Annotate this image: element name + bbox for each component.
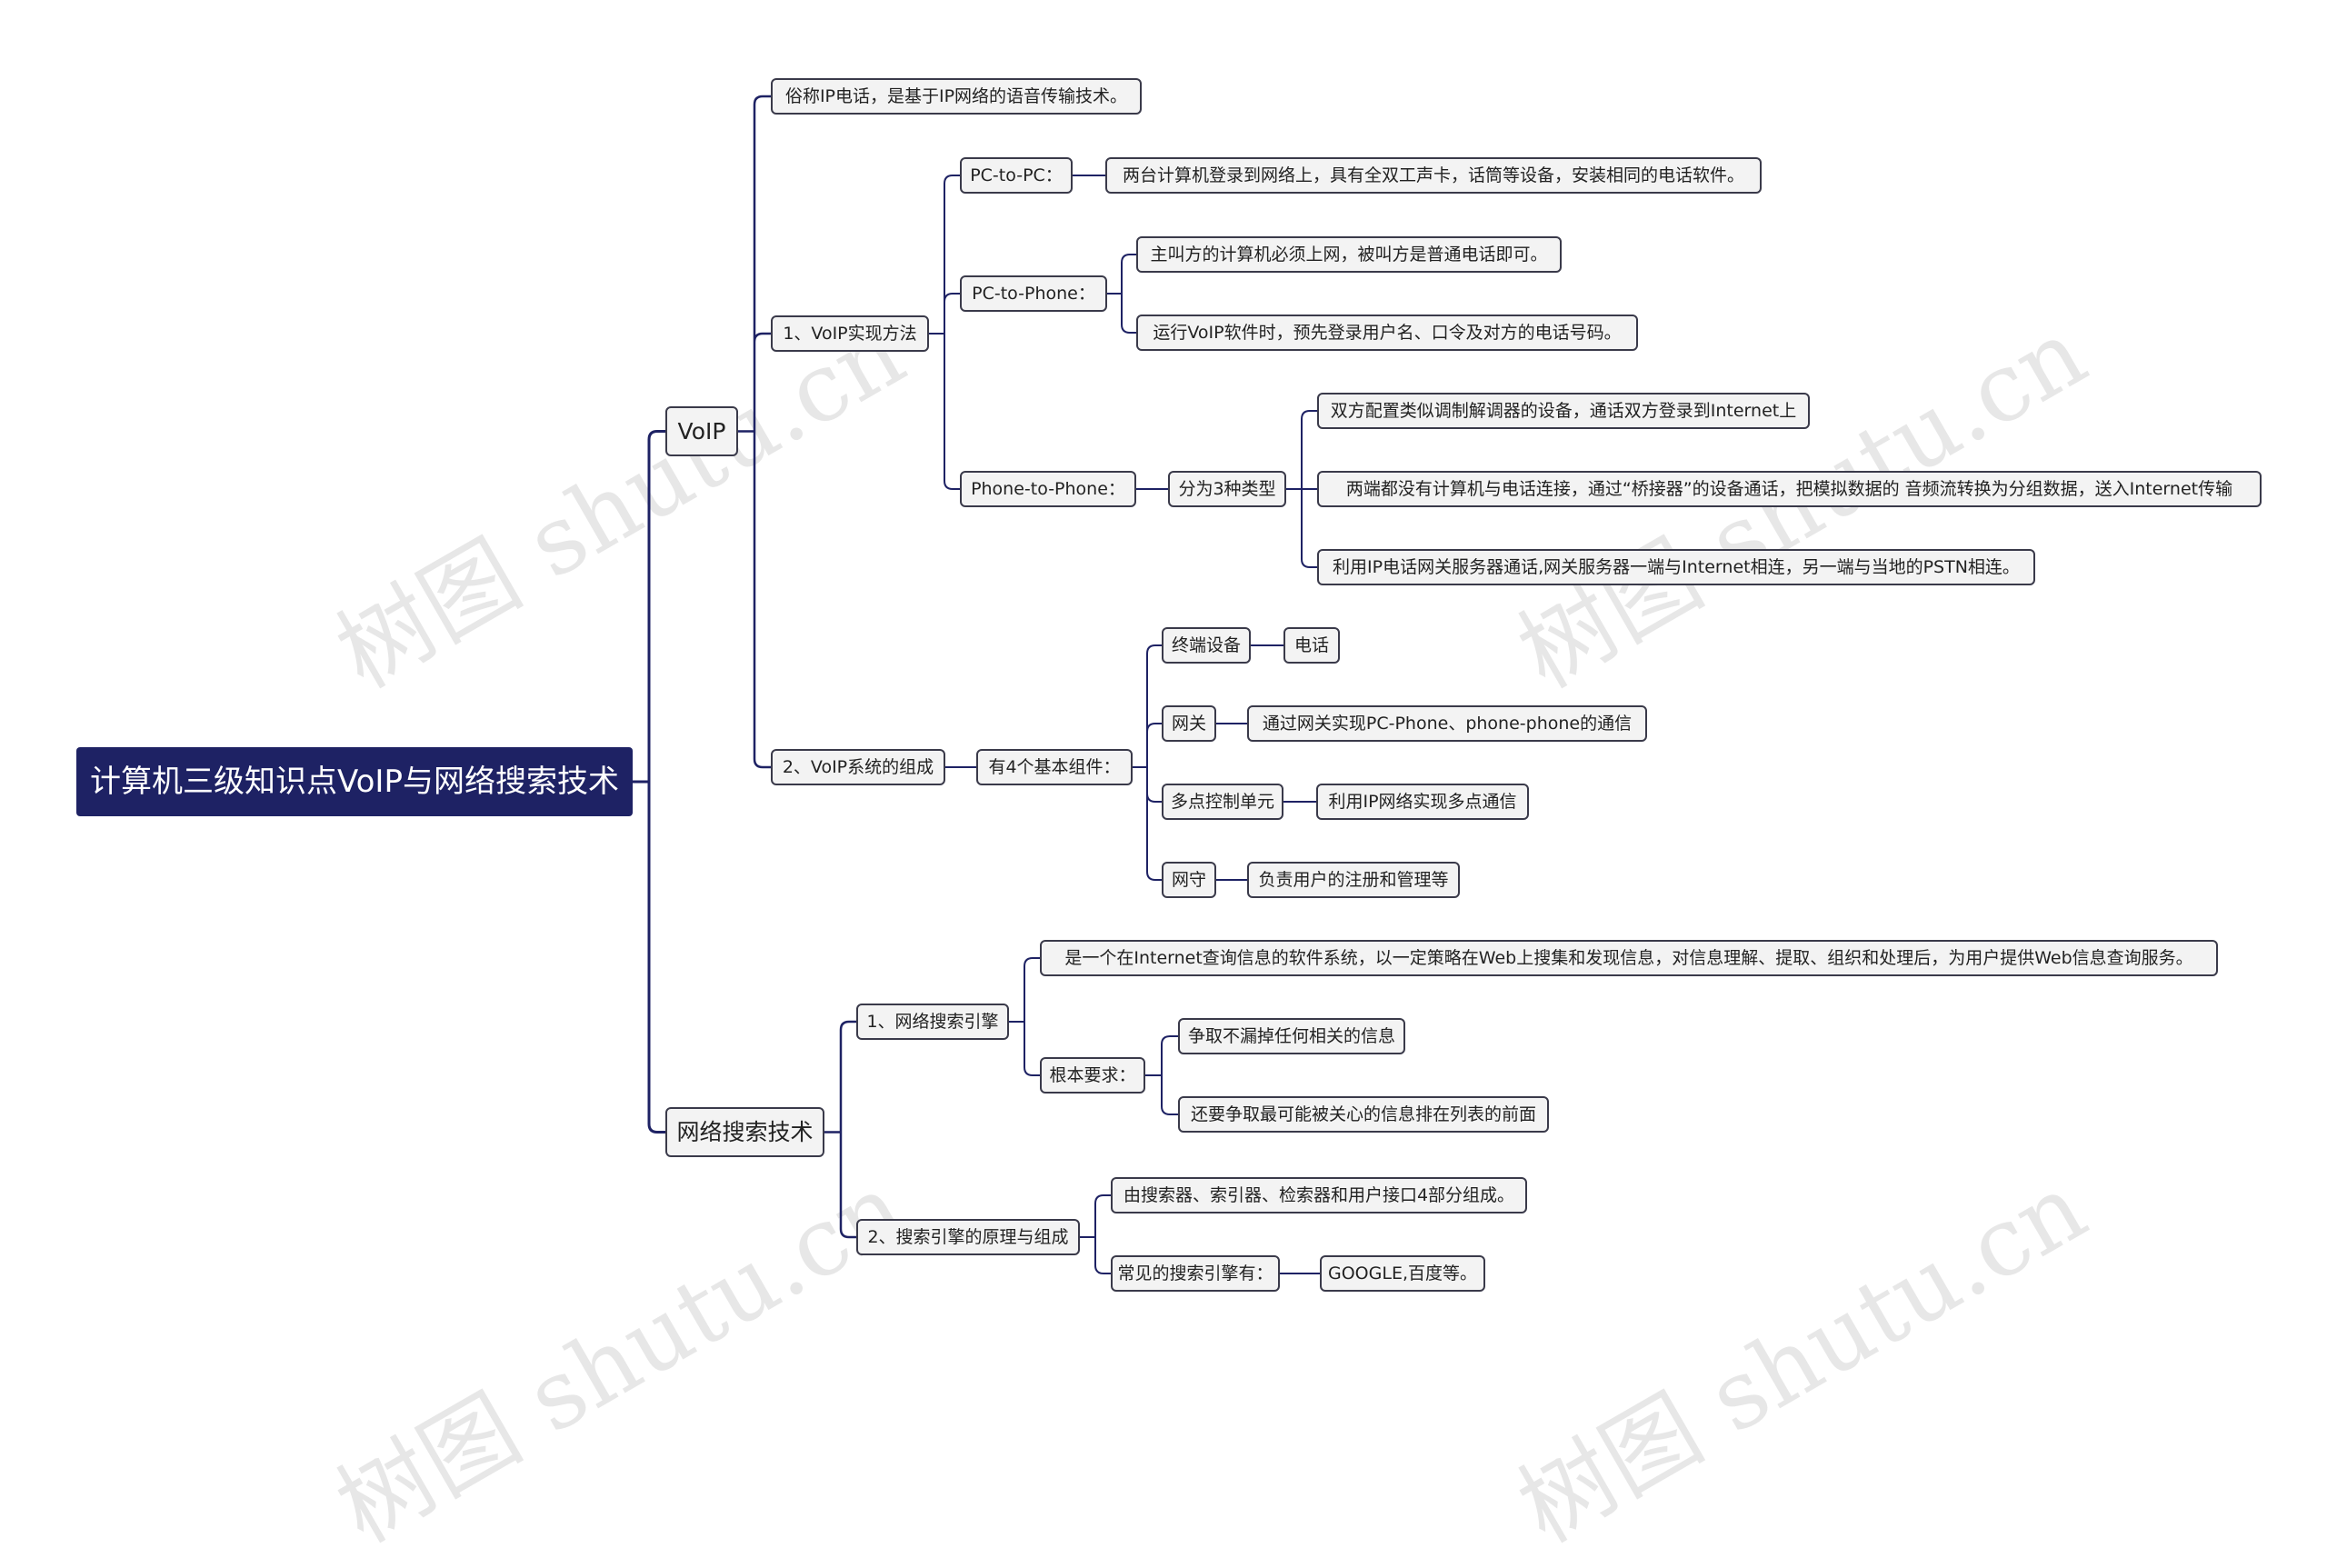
phone-type-2[interactable]: 两端都没有计算机与电话连接，通过“桥接器”的设备通话，把模拟数据的 音频流转换为… bbox=[1317, 471, 2262, 507]
method-phone-to-phone[interactable]: Phone-to-Phone： bbox=[960, 471, 1136, 507]
component-terminal-desc[interactable]: 电话 bbox=[1283, 627, 1340, 664]
connector-method-pc-to-phone bbox=[1107, 254, 1136, 334]
component-gatekeeper[interactable]: 网守 bbox=[1162, 862, 1216, 898]
voip-intro[interactable]: 俗称IP电话，是基于IP网络的语音传输技术。 bbox=[771, 78, 1142, 115]
connector-voip-methods bbox=[929, 175, 960, 490]
connector-lines bbox=[633, 95, 1320, 1274]
component-gateway-desc[interactable]: 通过网关实现PC-Phone、phone-phone的通信 bbox=[1247, 705, 1647, 742]
basic-components[interactable]: 有4个基本组件： bbox=[976, 749, 1133, 785]
component-gatekeeper-desc[interactable]: 负责用户的注册和管理等 bbox=[1247, 862, 1460, 898]
phone-types[interactable]: 分为3种类型 bbox=[1168, 471, 1286, 507]
component-gateway[interactable]: 网关 bbox=[1162, 705, 1216, 742]
voip-components[interactable]: 2、VoIP系统的组成 bbox=[771, 749, 945, 785]
principle-desc[interactable]: 由搜索器、索引器、检索器和用户接口4部分组成。 bbox=[1111, 1177, 1527, 1213]
branch-voip[interactable]: VoIP bbox=[665, 406, 738, 456]
search-engine[interactable]: 1、网络搜索引擎 bbox=[856, 1004, 1009, 1040]
connector-search-requirement bbox=[1145, 1035, 1178, 1115]
connector-branch-voip bbox=[738, 95, 771, 769]
search-engine-desc[interactable]: 是一个在Internet查询信息的软件系统，以一定策略在Web上搜集和发现信息，… bbox=[1040, 940, 2218, 976]
search-principle[interactable]: 2、搜索引擎的原理与组成 bbox=[856, 1219, 1080, 1255]
pc-to-phone-desc-2[interactable]: 运行VoIP软件时，预先登录用户名、口令及对方的电话号码。 bbox=[1136, 315, 1638, 351]
root-topic[interactable]: 计算机三级知识点VoIP与网络搜索技术 bbox=[76, 747, 633, 816]
connector-phone-types bbox=[1286, 410, 1317, 568]
common-engines-value[interactable]: GOOGLE,百度等。 bbox=[1320, 1255, 1485, 1292]
requirement-2[interactable]: 还要争取最可能被关心的信息排在列表的前面 bbox=[1178, 1096, 1549, 1133]
phone-type-3[interactable]: 利用IP电话网关服务器通话,网关服务器一端与Internet相连，另一端与当地的… bbox=[1317, 549, 2035, 585]
component-mcu[interactable]: 多点控制单元 bbox=[1162, 784, 1283, 820]
connector-basic-components bbox=[1133, 644, 1162, 881]
component-mcu-desc[interactable]: 利用IP网络实现多点通信 bbox=[1316, 784, 1529, 820]
connector-branch-search bbox=[824, 1020, 856, 1239]
voip-methods[interactable]: 1、VoIP实现方法 bbox=[771, 315, 929, 352]
connector-search-engine bbox=[1009, 957, 1040, 1076]
pc-to-pc-desc[interactable]: 两台计算机登录到网络上，具有全双工声卡，话筒等设备，安装相同的电话软件。 bbox=[1105, 157, 1762, 194]
phone-type-1[interactable]: 双方配置类似调制解调器的设备，通话双方登录到Internet上 bbox=[1317, 393, 1810, 429]
method-pc-to-phone[interactable]: PC-to-Phone： bbox=[960, 275, 1107, 312]
connector-search-principle bbox=[1080, 1194, 1111, 1274]
search-requirement[interactable]: 根本要求： bbox=[1040, 1057, 1145, 1094]
common-engines[interactable]: 常见的搜索引擎有： bbox=[1111, 1255, 1280, 1292]
component-terminal[interactable]: 终端设备 bbox=[1162, 627, 1251, 664]
branch-search[interactable]: 网络搜索技术 bbox=[665, 1107, 824, 1157]
connector-root-topic bbox=[633, 430, 665, 1134]
requirement-1[interactable]: 争取不漏掉任何相关的信息 bbox=[1178, 1018, 1405, 1054]
pc-to-phone-desc-1[interactable]: 主叫方的计算机必须上网，被叫方是普通电话即可。 bbox=[1136, 236, 1562, 273]
method-pc-to-pc[interactable]: PC-to-PC： bbox=[960, 157, 1073, 194]
